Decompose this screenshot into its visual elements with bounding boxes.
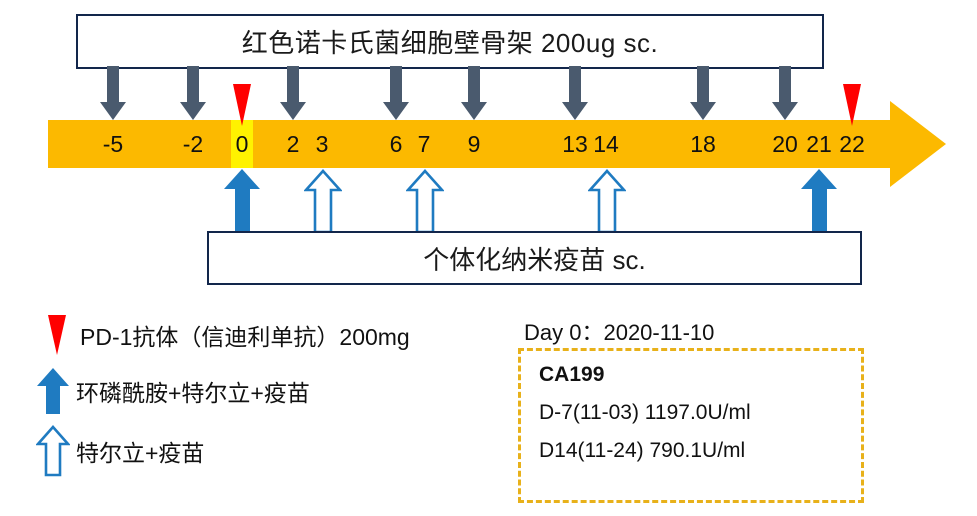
down-arrow-day-minus5	[100, 66, 126, 120]
red-down-triangle-icon	[34, 315, 80, 355]
bottom-vaccine-banner-label: 个体化纳米疫苗 sc.	[423, 244, 646, 275]
bottom-vaccine-banner: 个体化纳米疫苗 sc.	[207, 231, 862, 285]
day-label-9: 9	[467, 131, 481, 157]
day-label-18: 18	[690, 131, 716, 157]
day-label-minus2: -2	[182, 131, 204, 157]
ca199-marker-box: CA199 D-7(11-03) 1197.0U/ml D14(11-24) 7…	[518, 348, 864, 503]
day-label-6: 6	[389, 131, 403, 157]
legend-item-pd1-label: PD-1抗体（信迪利单抗）200mg	[80, 324, 410, 350]
solid-blue-up-arrow-icon	[30, 366, 76, 416]
down-arrow-day-13	[562, 66, 588, 120]
legend-item-cyclophosphamide: 环磷酰胺+特尔立+疫苗	[30, 364, 310, 418]
down-arrow-day-18	[690, 66, 716, 120]
down-arrow-day-9	[461, 66, 487, 120]
legend-item-vaccine: 特尔立+疫苗	[30, 424, 204, 478]
ca199-measurement-row: D-7(11-03) 1197.0U/ml	[539, 401, 751, 424]
day-zero-date-note: Day 0：2020-11-10	[524, 320, 715, 345]
top-treatment-banner-label: 红色诺卡氏菌细胞壁骨架 200ug sc.	[241, 28, 659, 58]
day-zero-highlight	[231, 120, 253, 168]
top-treatment-banner: 红色诺卡氏菌细胞壁骨架 200ug sc.	[76, 14, 824, 69]
day-label-22: 22	[839, 131, 865, 157]
legend-item-pd1: PD-1抗体（信迪利单抗）200mg	[34, 308, 410, 362]
day-label-13: 13	[562, 131, 588, 157]
legend-item-vaccine-label: 特尔立+疫苗	[76, 440, 205, 466]
pd1-marker-day-22	[843, 84, 861, 126]
day-label-14: 14	[593, 131, 619, 157]
down-arrow-day-6	[383, 66, 409, 120]
timeline-arrowhead-icon	[890, 101, 946, 187]
down-arrow-day-2	[280, 66, 306, 120]
down-arrow-day-20	[772, 66, 798, 120]
day-label-minus5: -5	[102, 131, 124, 157]
timeline-bar	[48, 120, 908, 168]
pd1-marker-day-0	[233, 84, 251, 126]
solid-up-arrow-day-0	[224, 169, 260, 233]
hollow-up-arrow-day-14	[588, 169, 626, 233]
hollow-up-arrow-day-3	[304, 169, 342, 233]
day-label-7: 7	[417, 131, 431, 157]
hollow-up-arrow-day-7	[406, 169, 444, 233]
day-label-0: 0	[235, 131, 249, 157]
day-label-20: 20	[772, 131, 798, 157]
hollow-blue-up-arrow-icon	[30, 424, 76, 478]
ca199-title: CA199	[539, 363, 605, 386]
legend-item-cyclophosphamide-label: 环磷酰胺+特尔立+疫苗	[76, 380, 310, 406]
day-label-3: 3	[315, 131, 329, 157]
ca199-measurement-row: D14(11-24) 790.1U/ml	[539, 439, 746, 462]
down-arrow-day-minus2	[180, 66, 206, 120]
day-label-2: 2	[286, 131, 300, 157]
solid-up-arrow-day-21	[801, 169, 837, 233]
day-label-21: 21	[806, 131, 832, 157]
